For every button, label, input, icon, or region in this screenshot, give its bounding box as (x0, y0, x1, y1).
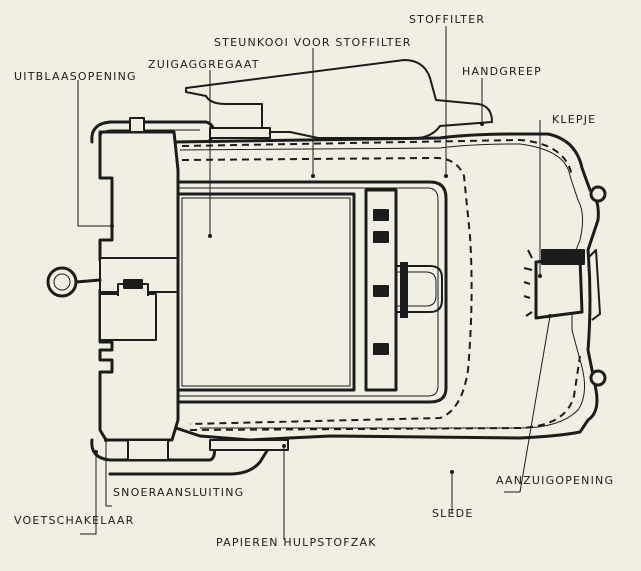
label-steunkooi: STEUNKOOI VOOR STOFFILTER (214, 36, 412, 49)
handle (185, 59, 493, 140)
leader-tips (94, 122, 552, 474)
support-cage (176, 180, 448, 404)
paper-bag-outline (181, 156, 473, 425)
paper-bag-outline-2 (181, 138, 573, 177)
cord-connector-bottom (127, 439, 169, 461)
label-klepje: KLEPJE (552, 113, 597, 126)
motor-unit-block (98, 130, 180, 262)
label-uitblaasopening: UITBLAASOPENING (14, 70, 137, 83)
exhaust-connector-top (129, 117, 145, 133)
rear-knob-top (589, 185, 607, 203)
foot-switch-knob (46, 266, 78, 298)
label-slede: SLEDE (432, 507, 474, 520)
exhaust-tube-top-inner (99, 129, 200, 141)
dust-filter-frame (364, 188, 398, 392)
label-aanzuigopening: AANZUIGOPENING (496, 474, 615, 487)
intake-flap (534, 256, 584, 320)
inner-housing (179, 143, 585, 429)
label-snoeraansluiting: SNOERAANSLUITING (113, 486, 245, 499)
foot-switch-body (99, 293, 157, 341)
filter-handle (396, 265, 443, 313)
label-zuigaggregaat: ZUIGAGGREGAAT (148, 58, 260, 71)
label-handgreep: HANDGREEP (462, 65, 542, 78)
outer-housing (172, 132, 600, 442)
paper-bag-outline-3 (189, 355, 581, 431)
suction-unit (176, 192, 356, 392)
label-voetschakelaar: VOETSCHAKELAAR (14, 514, 135, 527)
top-plate (209, 127, 271, 139)
leader-lines (77, 26, 551, 540)
cord-tube-bottom-2 (108, 444, 272, 476)
label-papieren-hulpstofzak: PAPIEREN HULPSTOFZAK (216, 536, 377, 549)
bottom-plate (209, 439, 289, 451)
label-stoffilter: STOFFILTER (409, 13, 486, 26)
rear-knob-bottom (589, 369, 607, 387)
